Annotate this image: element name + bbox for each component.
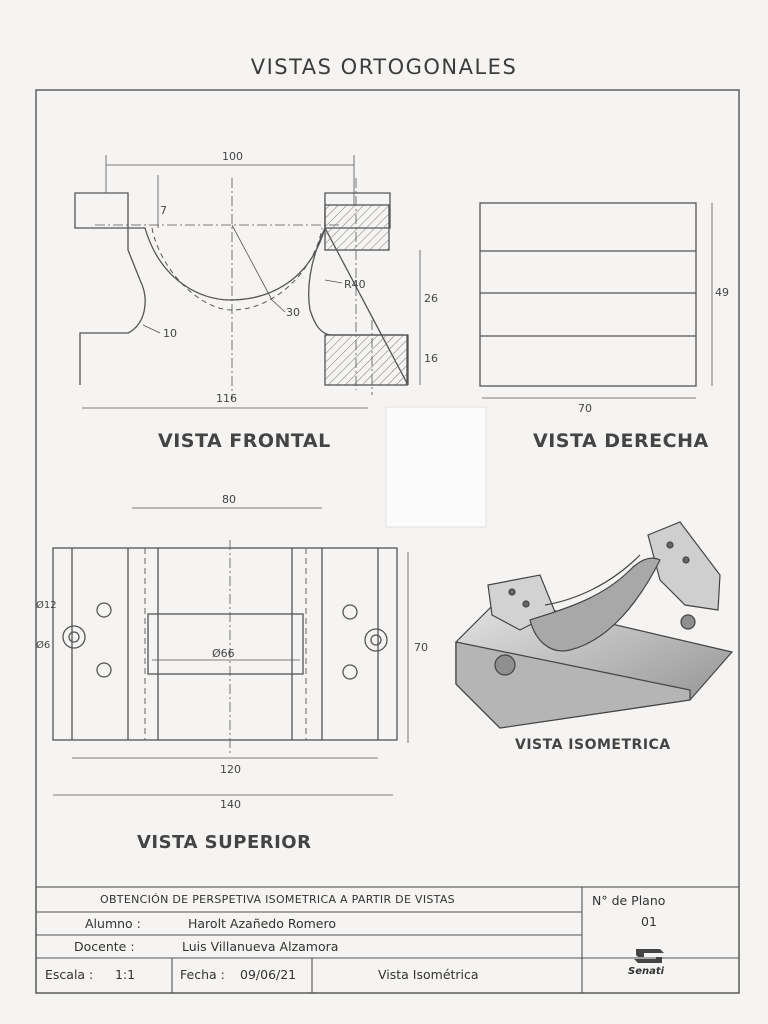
- sheet-title: VISTAS ORTOGONALES: [250, 55, 518, 79]
- senati-logo-text: Senati: [628, 966, 665, 977]
- title-block-heading: OBTENCIÓN DE PERSPETIVA ISOMETRICA A PAR…: [100, 893, 455, 906]
- tipo-value: Vista Isométrica: [378, 967, 479, 982]
- top-view-label: VISTA SUPERIOR: [137, 832, 312, 853]
- escala-value: 1:1: [115, 967, 136, 982]
- senati-logo-icon: [634, 949, 664, 963]
- front-dim-r40: R40: [344, 278, 366, 291]
- front-dim-100: 100: [222, 150, 243, 163]
- front-view-drawing: [74, 155, 421, 409]
- front-dim-30: 30: [286, 306, 300, 319]
- right-dim-70: 70: [578, 402, 592, 415]
- top-dim-140: 140: [220, 798, 241, 811]
- top-dim-70: 70: [414, 641, 428, 654]
- fecha-label: Fecha :: [180, 967, 225, 982]
- fecha-value: 09/06/21: [240, 967, 297, 982]
- top-dim-dia66: Ø66: [212, 647, 235, 660]
- top-dim-dia12: Ø12: [36, 599, 57, 611]
- top-dim-80: 80: [222, 493, 236, 506]
- front-view-label: VISTA FRONTAL: [158, 430, 331, 452]
- top-dim-dia6: Ø6: [36, 639, 50, 651]
- docente-value: Luis Villanueva Alzamora: [182, 939, 339, 954]
- right-view-label: VISTA DERECHA: [533, 430, 709, 452]
- front-dim-26: 26: [424, 292, 438, 305]
- docente-label: Docente :: [74, 939, 135, 954]
- front-dim-116: 116: [216, 392, 237, 405]
- plano-value: 01: [641, 914, 657, 929]
- right-dim-49: 49: [715, 286, 729, 299]
- title-block-grid: [35, 886, 740, 994]
- right-view-drawing: [479, 202, 713, 399]
- plano-label: N° de Plano: [592, 893, 666, 908]
- isometric-view-drawing: [455, 521, 734, 729]
- alumno-label: Alumno :: [85, 916, 141, 931]
- top-dim-120: 120: [220, 763, 241, 776]
- paper-patch: [385, 406, 487, 528]
- isometric-view-label: VISTA ISOMETRICA: [515, 737, 671, 753]
- escala-label: Escala :: [45, 967, 94, 982]
- top-view-drawing: [52, 507, 409, 796]
- front-dim-10: 10: [163, 327, 177, 340]
- front-dim-16: 16: [424, 352, 438, 365]
- front-dim-7: 7: [160, 204, 167, 217]
- alumno-value: Harolt Azañedo Romero: [188, 916, 337, 931]
